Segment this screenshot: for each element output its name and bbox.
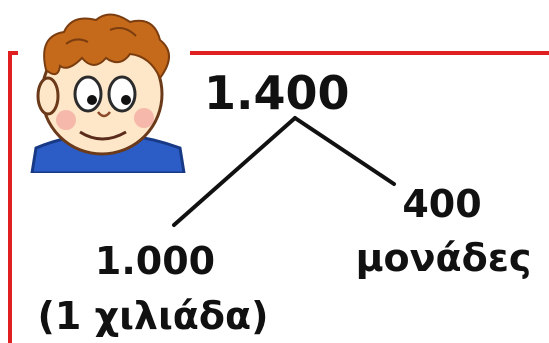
- total-number: 1.400: [204, 66, 350, 120]
- thousand-value: 1.000: [94, 239, 216, 283]
- boy-avatar: [18, 8, 193, 175]
- units-value: 400: [402, 182, 482, 226]
- frame-left-segment: [8, 51, 12, 343]
- frame-top-left-segment: [8, 51, 18, 55]
- frame-top-right-segment: [190, 51, 549, 55]
- thousand-label: (1 χιλιάδα): [37, 294, 269, 338]
- branch-line-right: [293, 116, 396, 186]
- units-label: μονάδες: [355, 236, 532, 280]
